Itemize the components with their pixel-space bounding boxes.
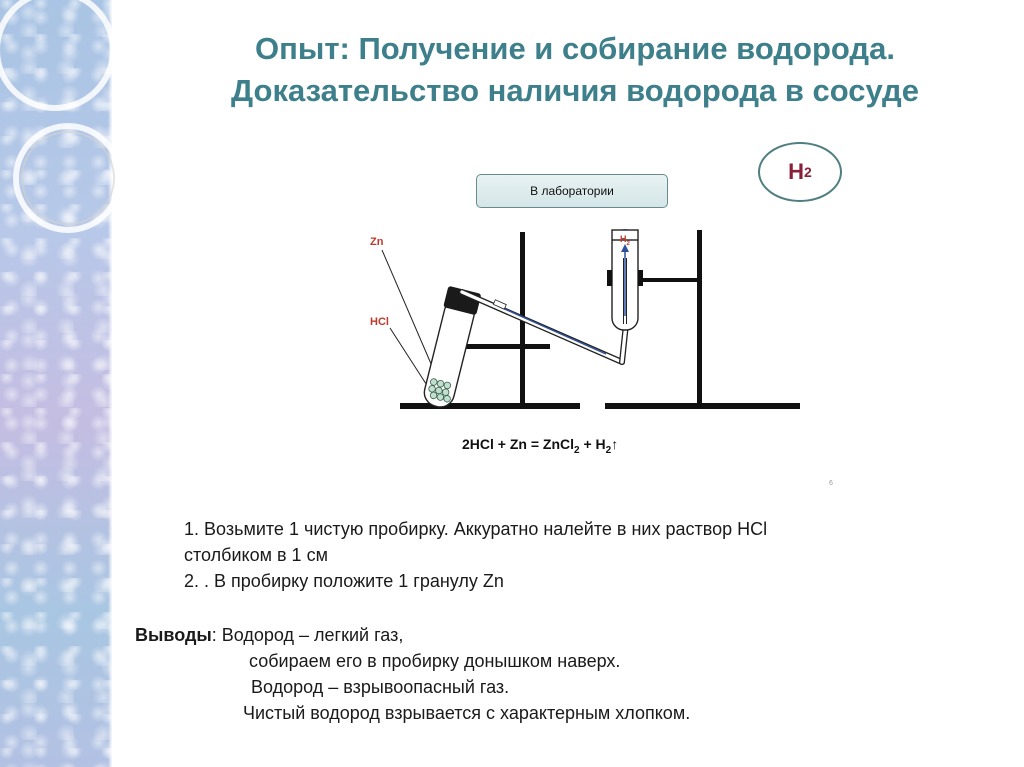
reaction-equation: 2HCl + Zn = ZnCl2 + H2↑ [462,436,618,456]
h2-tube-label: H2 [620,234,631,247]
hcl-pointer-line [389,327,431,391]
hcl-label: HCl [370,316,389,328]
title-line-1: Опыт: Получение и собирание водорода. [255,31,895,66]
stand-2-rod [697,230,702,404]
conclusion-line-2: собираем его в пробирку донышком наверх. [249,651,621,671]
clamp-jaw-right [638,270,643,286]
lab-location-box: В лаборатории [476,174,668,208]
apparatus-diagram: Zn HCl H2 [370,229,800,409]
lab-location-text: В лаборатории [530,184,614,198]
zn-label: Zn [370,236,384,248]
equation-sub-1: 2 [574,444,580,456]
equation-left: 2HCl + Zn = ZnCl [462,436,575,452]
conclusions-heading: Выводы [135,625,212,645]
zn-pointer-line [381,249,439,381]
equation-sub-2: 2 [605,444,612,456]
clamp-jaw-left [607,270,612,286]
step-1-line-2: столбиком в 1 см [184,545,328,565]
decorative-rings [0,0,120,233]
page-number: 6 [829,480,833,487]
step-2: 2. . В пробирку положите 1 гранулу Zn [184,571,504,591]
gas-flow-arrow [621,244,629,252]
reaction-tube [423,286,481,408]
slide-title: Опыт: Получение и собирание водорода. До… [150,28,1000,112]
conclusions-block: Выводы: Водород – легкий газ, собираем е… [135,622,995,726]
title-line-2: Доказательство наличия водорода в сосуде [231,73,919,108]
step-1-line-1: 1. Возьмите 1 чистую пробирку. Аккуратно… [184,519,768,539]
equation-middle: + H [579,436,606,452]
conclusion-line-1: : Водород – легкий газ, [211,625,404,645]
hydrogen-badge-element: H [788,159,805,184]
collecting-tube: H2 [607,229,643,331]
equation-arrow: ↑ [611,436,619,452]
zinc-granules [428,378,452,403]
hydrogen-badge-subscript: 2 [804,164,812,180]
stand-2-clamp [638,278,700,282]
conclusion-line-3: Водород – взрывоопасный газ. [251,677,510,697]
stand-1-base [400,403,580,409]
stand-1-clamp [460,344,550,349]
delivery-tube [459,289,629,365]
conclusion-line-4: Чистый водород взрывается с характерным … [243,703,691,723]
instruction-steps: 1. Возьмите 1 чистую пробирку. Аккуратно… [184,516,984,594]
stand-2-base [605,403,800,409]
